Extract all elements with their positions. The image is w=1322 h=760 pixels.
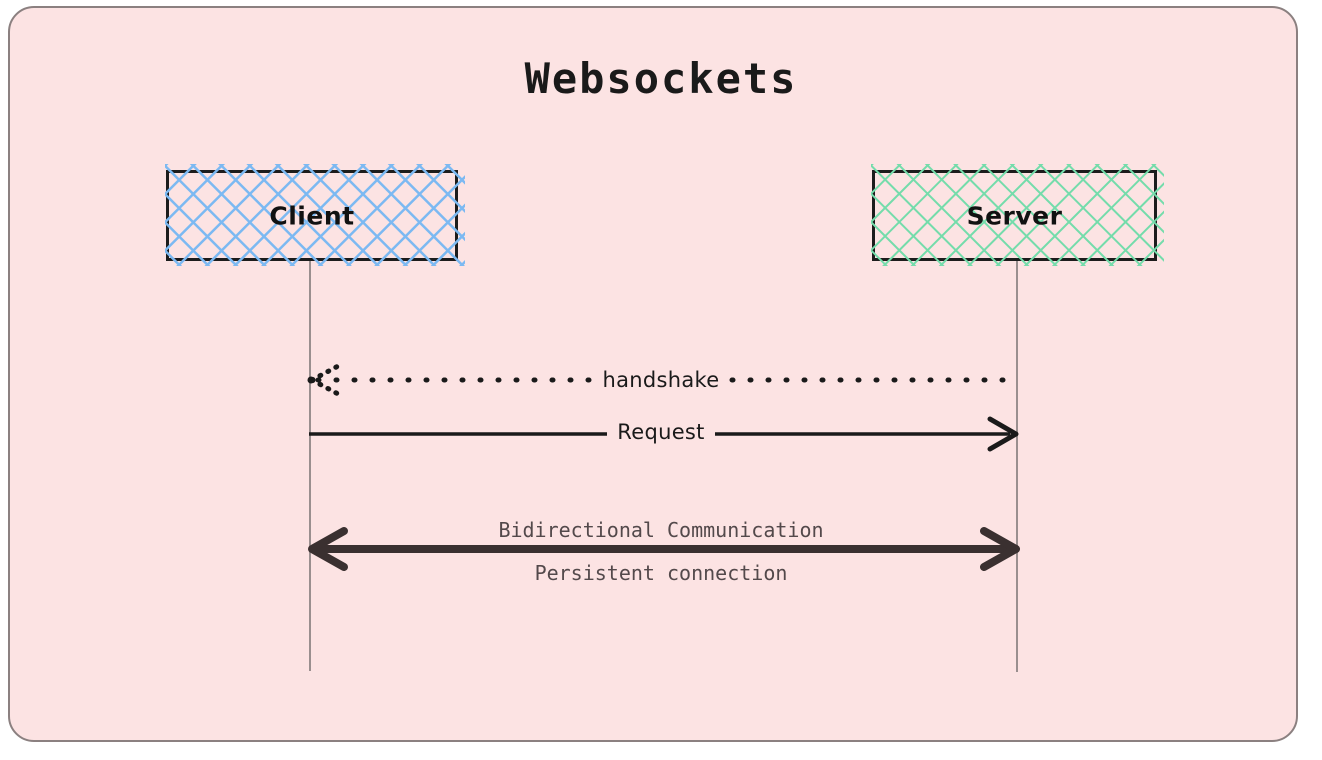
message-label-bidirectional-above: Bidirectional Communication (0, 518, 1322, 542)
participant-label-server: Server (966, 201, 1063, 230)
diagram-title: Websockets (524, 54, 798, 103)
lifeline-server (1016, 261, 1018, 672)
message-arrow-handshake[interactable] (300, 358, 1030, 400)
participant-label-client: Client (269, 201, 355, 230)
message-label-bidirectional-below: Persistent connection (0, 561, 1322, 585)
message-label-request-text: Request (607, 420, 715, 444)
message-label-bidirectional-above-text: Bidirectional Communication (498, 518, 824, 542)
message-label-handshake-text: handshake (592, 368, 730, 392)
message-label-handshake: handshake (0, 368, 1322, 392)
lifeline-client (309, 261, 311, 671)
message-label-bidirectional-below-text: Persistent connection (534, 561, 788, 585)
participant-box-client[interactable]: Client (165, 164, 465, 266)
participant-box-server[interactable]: Server (871, 164, 1164, 266)
message-arrow-bidirectional[interactable] (300, 525, 1030, 573)
message-label-request: Request (0, 420, 1322, 444)
